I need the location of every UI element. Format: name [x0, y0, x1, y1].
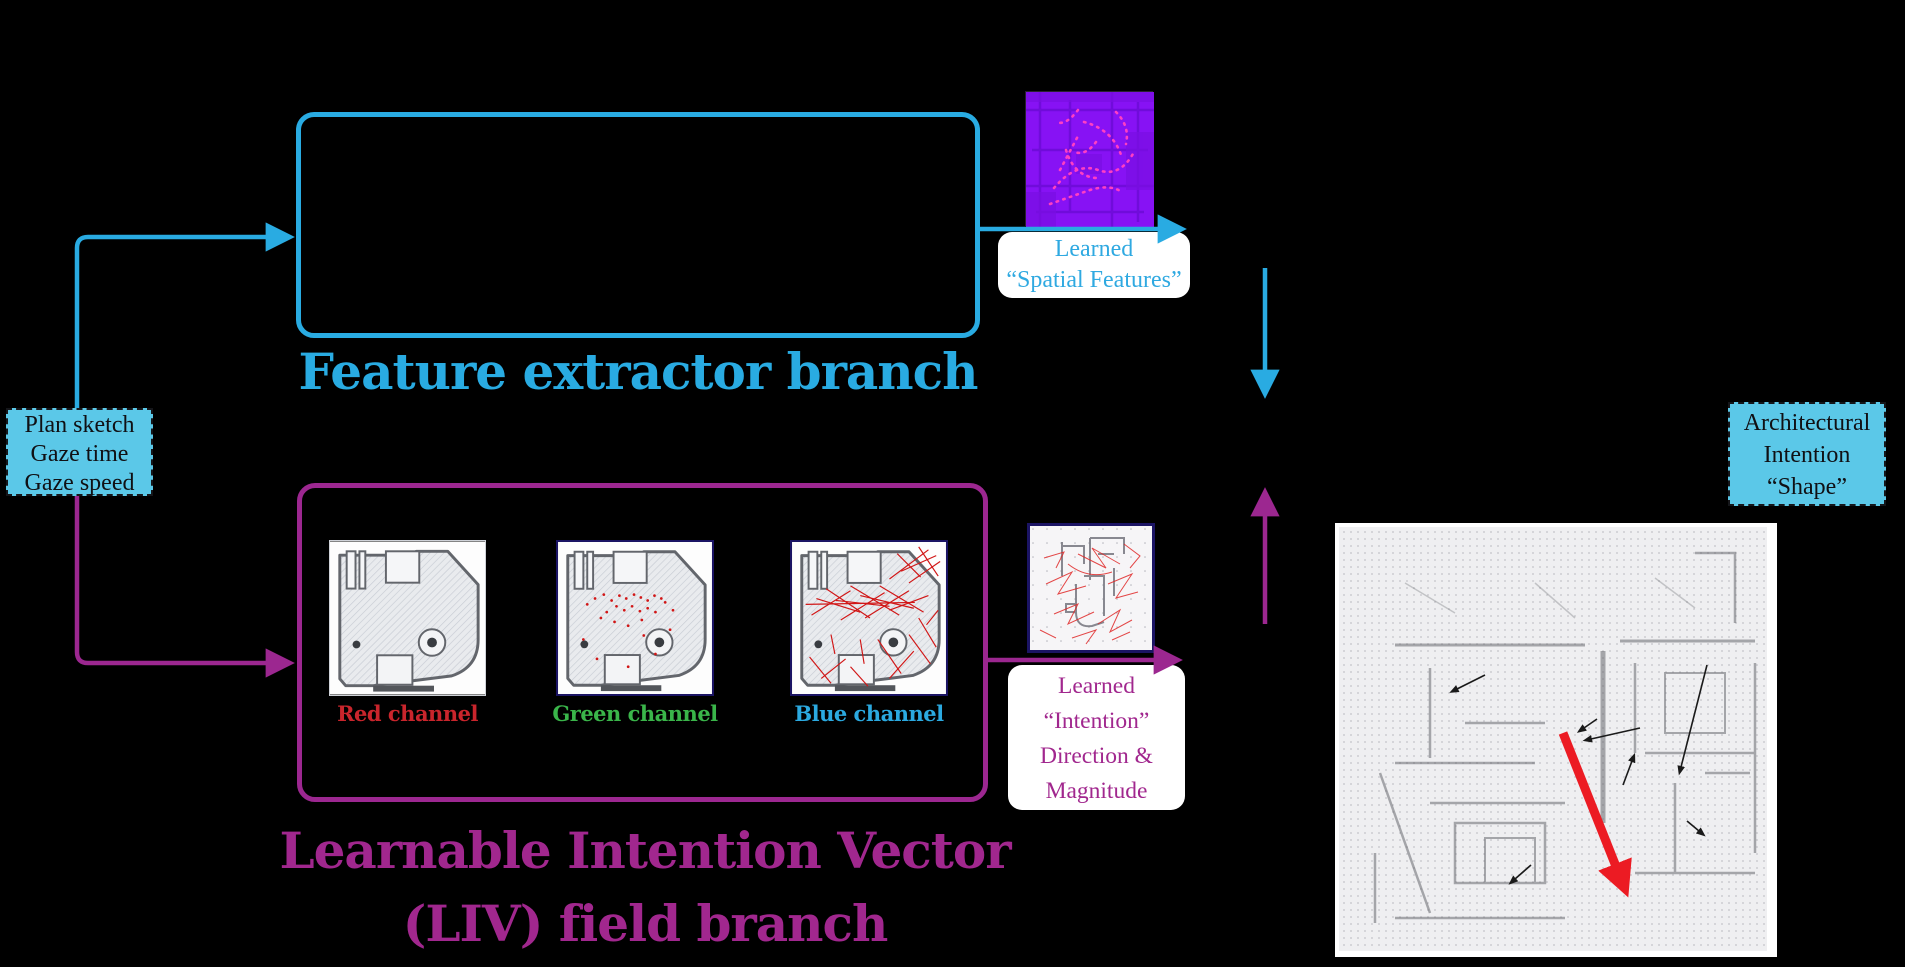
input-to-feature-connector: [74, 222, 295, 408]
floorplan-shape: [566, 550, 707, 692]
red-channel-caption: Red channel: [337, 701, 478, 726]
intention-label-line1: Learned: [1058, 673, 1135, 699]
green-channel-image: [556, 540, 714, 696]
liv-branch-title-line2: (LIV) field branch: [402, 894, 889, 953]
intention-shape-floorplan: [1335, 523, 1777, 957]
intention-gaze-scribbles: [1039, 543, 1141, 645]
liv-output-node: [1186, 625, 1332, 710]
blue-channel-image: [790, 540, 948, 696]
spatial-features-label-line2: “Spatial Features”: [1006, 267, 1182, 293]
feature-extractor-box: [296, 112, 980, 338]
spatial-features-label-line1: Learned: [1054, 236, 1134, 262]
liv-branch-box: [297, 483, 988, 802]
liv-branch-title-line1: Learnable Intention Vector: [279, 821, 1011, 880]
blue-channel-graphic: [792, 542, 946, 694]
red-channel-image: [329, 540, 486, 696]
input-line-gaze-speed: Gaze speed: [24, 470, 135, 496]
red-channel-graphic: [330, 541, 485, 695]
intention-field-graphic: [1030, 526, 1152, 650]
input-line-gaze-time: Gaze time: [30, 441, 129, 467]
feature-output-node: [1190, 183, 1338, 267]
spatial-feature-map: [1025, 91, 1154, 227]
spatial-features-label: Learned “Spatial Features”: [998, 232, 1190, 298]
feature-map-blocks: [1026, 92, 1154, 227]
green-channel-gaze-dots: [581, 593, 675, 669]
result-line2: Intention: [1763, 442, 1851, 468]
blue-channel-gaze-lines: [805, 546, 941, 687]
blue-channel-caption: Blue channel: [794, 701, 944, 726]
result-floorplan-walls: [1373, 551, 1757, 923]
spatial-feature-map-graphic: [1026, 92, 1154, 227]
result-minor-arrows: [1449, 664, 1708, 885]
intention-label-line2: “Intention”: [1043, 708, 1150, 734]
result-line1: Architectural: [1743, 410, 1871, 436]
intention-vector-arrow: [1558, 731, 1632, 898]
intention-label-line3: Direction &: [1040, 743, 1153, 769]
architectural-intention-box: Architectural Intention “Shape”: [1728, 402, 1886, 506]
input-to-liv-connector: [74, 496, 295, 678]
floorplan-shape: [800, 550, 941, 692]
intention-label-line4: Magnitude: [1045, 778, 1148, 804]
green-channel-graphic: [558, 542, 712, 694]
green-channel-caption: Green channel: [552, 701, 718, 726]
result-line3: “Shape”: [1767, 474, 1847, 500]
intention-field-map: [1027, 523, 1155, 653]
feature-branch-title: Feature extractor branch: [298, 342, 979, 401]
feature-map-gaze-trails: [1048, 108, 1136, 206]
liv-branch-title: Learnable Intention Vector (LIV) field b…: [270, 814, 1020, 960]
floorplan-shape: [338, 549, 480, 692]
input-box: Plan sketch Gaze time Gaze speed: [6, 408, 153, 496]
input-line-plan-sketch: Plan sketch: [24, 412, 135, 438]
intention-shape-graphic: [1335, 523, 1777, 957]
intention-label: Learned “Intention” Direction & Magnitud…: [1008, 665, 1185, 810]
